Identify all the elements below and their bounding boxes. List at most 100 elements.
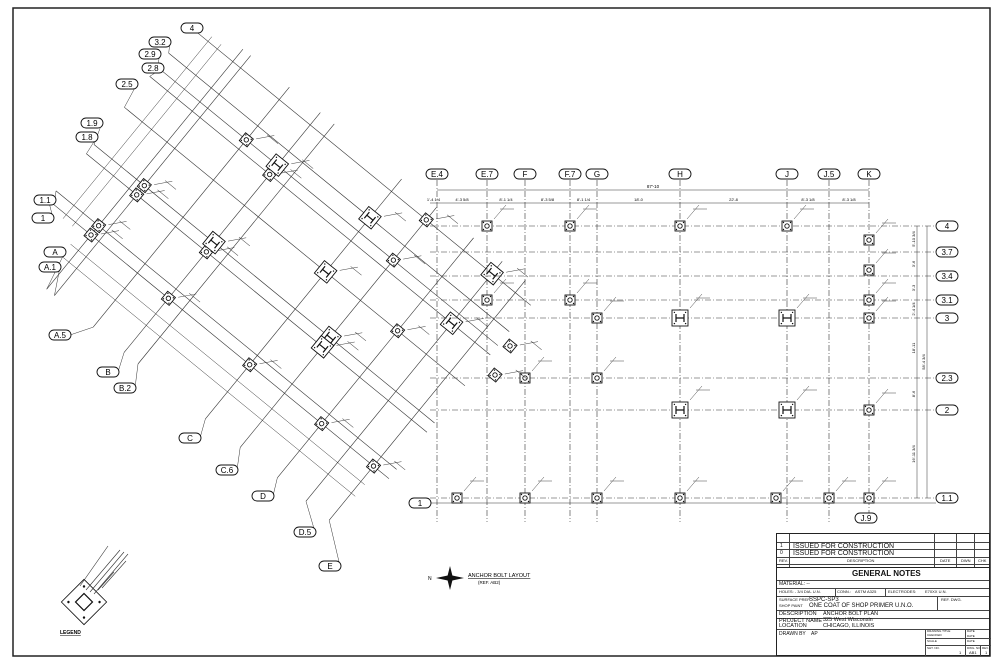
annotation-leader bbox=[119, 220, 131, 230]
column-base-plate bbox=[265, 153, 314, 178]
grid-bubble bbox=[75, 131, 99, 143]
annotation-leader bbox=[146, 190, 165, 195]
anchor-bolt-icon bbox=[450, 314, 452, 317]
grid-label: J bbox=[785, 170, 789, 179]
pipe-column-icon bbox=[203, 249, 210, 255]
anchor-bolt-icon bbox=[592, 373, 595, 376]
location-label: LOCATION bbox=[779, 623, 807, 629]
grid-label: 4 bbox=[945, 222, 950, 231]
revision-label: REV. bbox=[982, 646, 989, 650]
grid-label: 1.9 bbox=[86, 119, 98, 128]
anchor-bolt-icon bbox=[483, 273, 485, 276]
anchor-bolt-icon bbox=[864, 302, 867, 305]
grid-label: K bbox=[866, 170, 872, 179]
column-base-plate bbox=[202, 230, 251, 255]
chk-header: CHK bbox=[978, 558, 987, 563]
column-base-plate bbox=[671, 385, 710, 419]
anchor-bolt-column bbox=[90, 218, 131, 234]
anchor-bolt-icon bbox=[684, 311, 687, 314]
dimension-text: 5'-10 3/4 bbox=[911, 231, 916, 247]
annotation-leader bbox=[603, 296, 617, 312]
anchor-bolt-icon bbox=[824, 500, 827, 503]
north-arrow-icon: N bbox=[428, 566, 464, 590]
annotation-leader bbox=[576, 204, 590, 220]
pipe-column-icon bbox=[594, 375, 600, 381]
anchor-bolt-icon bbox=[871, 265, 874, 268]
anchor-bolt-icon bbox=[831, 500, 834, 503]
annotation-leader bbox=[463, 476, 477, 492]
annotation-leader bbox=[344, 332, 363, 337]
grid-label: C bbox=[187, 434, 193, 443]
anchor-bolt-column bbox=[136, 177, 177, 194]
anchor-bolt-icon bbox=[372, 460, 374, 462]
annotation-leader bbox=[686, 204, 700, 220]
conn-value: ASTM A325 bbox=[855, 589, 877, 594]
anchor-bolt-icon bbox=[864, 320, 867, 323]
annotation-leader bbox=[531, 356, 545, 372]
annotation-leader bbox=[339, 266, 358, 271]
annotation-leader bbox=[493, 204, 507, 220]
pipe-column-icon bbox=[522, 375, 528, 381]
annotation-leader bbox=[108, 221, 127, 225]
drawn-by-value: AP bbox=[811, 631, 818, 637]
anchor-bolt-icon bbox=[250, 138, 252, 141]
anchor-bolt-icon bbox=[275, 156, 278, 158]
annotation-leader bbox=[347, 341, 359, 351]
anchor-bolt-icon bbox=[102, 224, 105, 226]
drawing-number-value: AB1 bbox=[969, 650, 977, 655]
anchor-bolt-icon bbox=[489, 295, 492, 298]
anchor-bolt-column bbox=[418, 212, 459, 228]
grid-bubble bbox=[141, 62, 165, 74]
grid-line bbox=[239, 207, 437, 448]
anchor-bolt-icon bbox=[320, 418, 322, 420]
anchor-bolt-icon bbox=[572, 295, 575, 298]
base-plate bbox=[385, 252, 402, 268]
annotation-leader bbox=[290, 169, 302, 179]
annotation-leader bbox=[796, 385, 810, 401]
grid-label: 2 bbox=[945, 406, 950, 415]
grid-bubble bbox=[113, 382, 137, 394]
anchor-bolt-icon bbox=[200, 251, 203, 254]
anchor-bolt-icon bbox=[442, 323, 445, 325]
anchor-bolt-icon bbox=[572, 228, 575, 231]
dimension-text: 1'-4 1/4 bbox=[427, 197, 441, 202]
grid-bubble bbox=[43, 246, 67, 258]
anchor-bolt-icon bbox=[599, 373, 602, 376]
anchor-bolt-icon bbox=[824, 493, 827, 496]
dimension-text: 3'-3 bbox=[911, 284, 916, 291]
anchor-bolt-icon bbox=[321, 427, 323, 430]
surface-prep-label: SURFACE PREP bbox=[779, 597, 810, 602]
annotation-leader bbox=[465, 318, 484, 322]
pipe-column-icon bbox=[370, 463, 377, 469]
annotation-leader bbox=[279, 169, 298, 174]
annotation-leader bbox=[394, 212, 406, 222]
base-plate bbox=[564, 294, 576, 306]
pipe-column-icon bbox=[594, 315, 600, 321]
anchor-bolt-icon bbox=[451, 330, 454, 332]
grid-bubble bbox=[31, 212, 55, 224]
anchor-bolt-icon bbox=[508, 340, 511, 342]
grid-line bbox=[55, 190, 397, 470]
grid-line bbox=[86, 153, 428, 433]
pipe-column-icon bbox=[866, 267, 872, 273]
annotation-leader bbox=[270, 359, 282, 369]
base-plate bbox=[674, 220, 686, 232]
anchor-bolt-icon bbox=[269, 178, 271, 181]
anchor-bolt-icon bbox=[684, 414, 687, 417]
annotation-leader bbox=[227, 237, 247, 242]
rotated-grid-plan: 43.22.92.82.51.91.81.11AA.1A.5BB.2CC.6DD… bbox=[31, 22, 531, 572]
rev-header: REV. bbox=[779, 558, 788, 563]
anchor-bolt-icon bbox=[391, 330, 394, 332]
annotation-leader bbox=[394, 460, 406, 471]
anchor-bolt-icon bbox=[92, 225, 95, 227]
annotation-leader bbox=[189, 293, 201, 303]
anchor-bolt-icon bbox=[482, 295, 485, 298]
bubble-leader bbox=[54, 266, 61, 296]
surface-prep-value: SSPC-SP3 bbox=[809, 597, 839, 603]
anchor-bolt-icon bbox=[599, 320, 602, 323]
anchor-bolt-icon bbox=[684, 322, 687, 325]
general-notes-heading: GENERAL NOTES bbox=[852, 569, 921, 578]
anchor-bolt-icon bbox=[592, 380, 595, 383]
anchor-bolt-icon bbox=[771, 500, 774, 503]
